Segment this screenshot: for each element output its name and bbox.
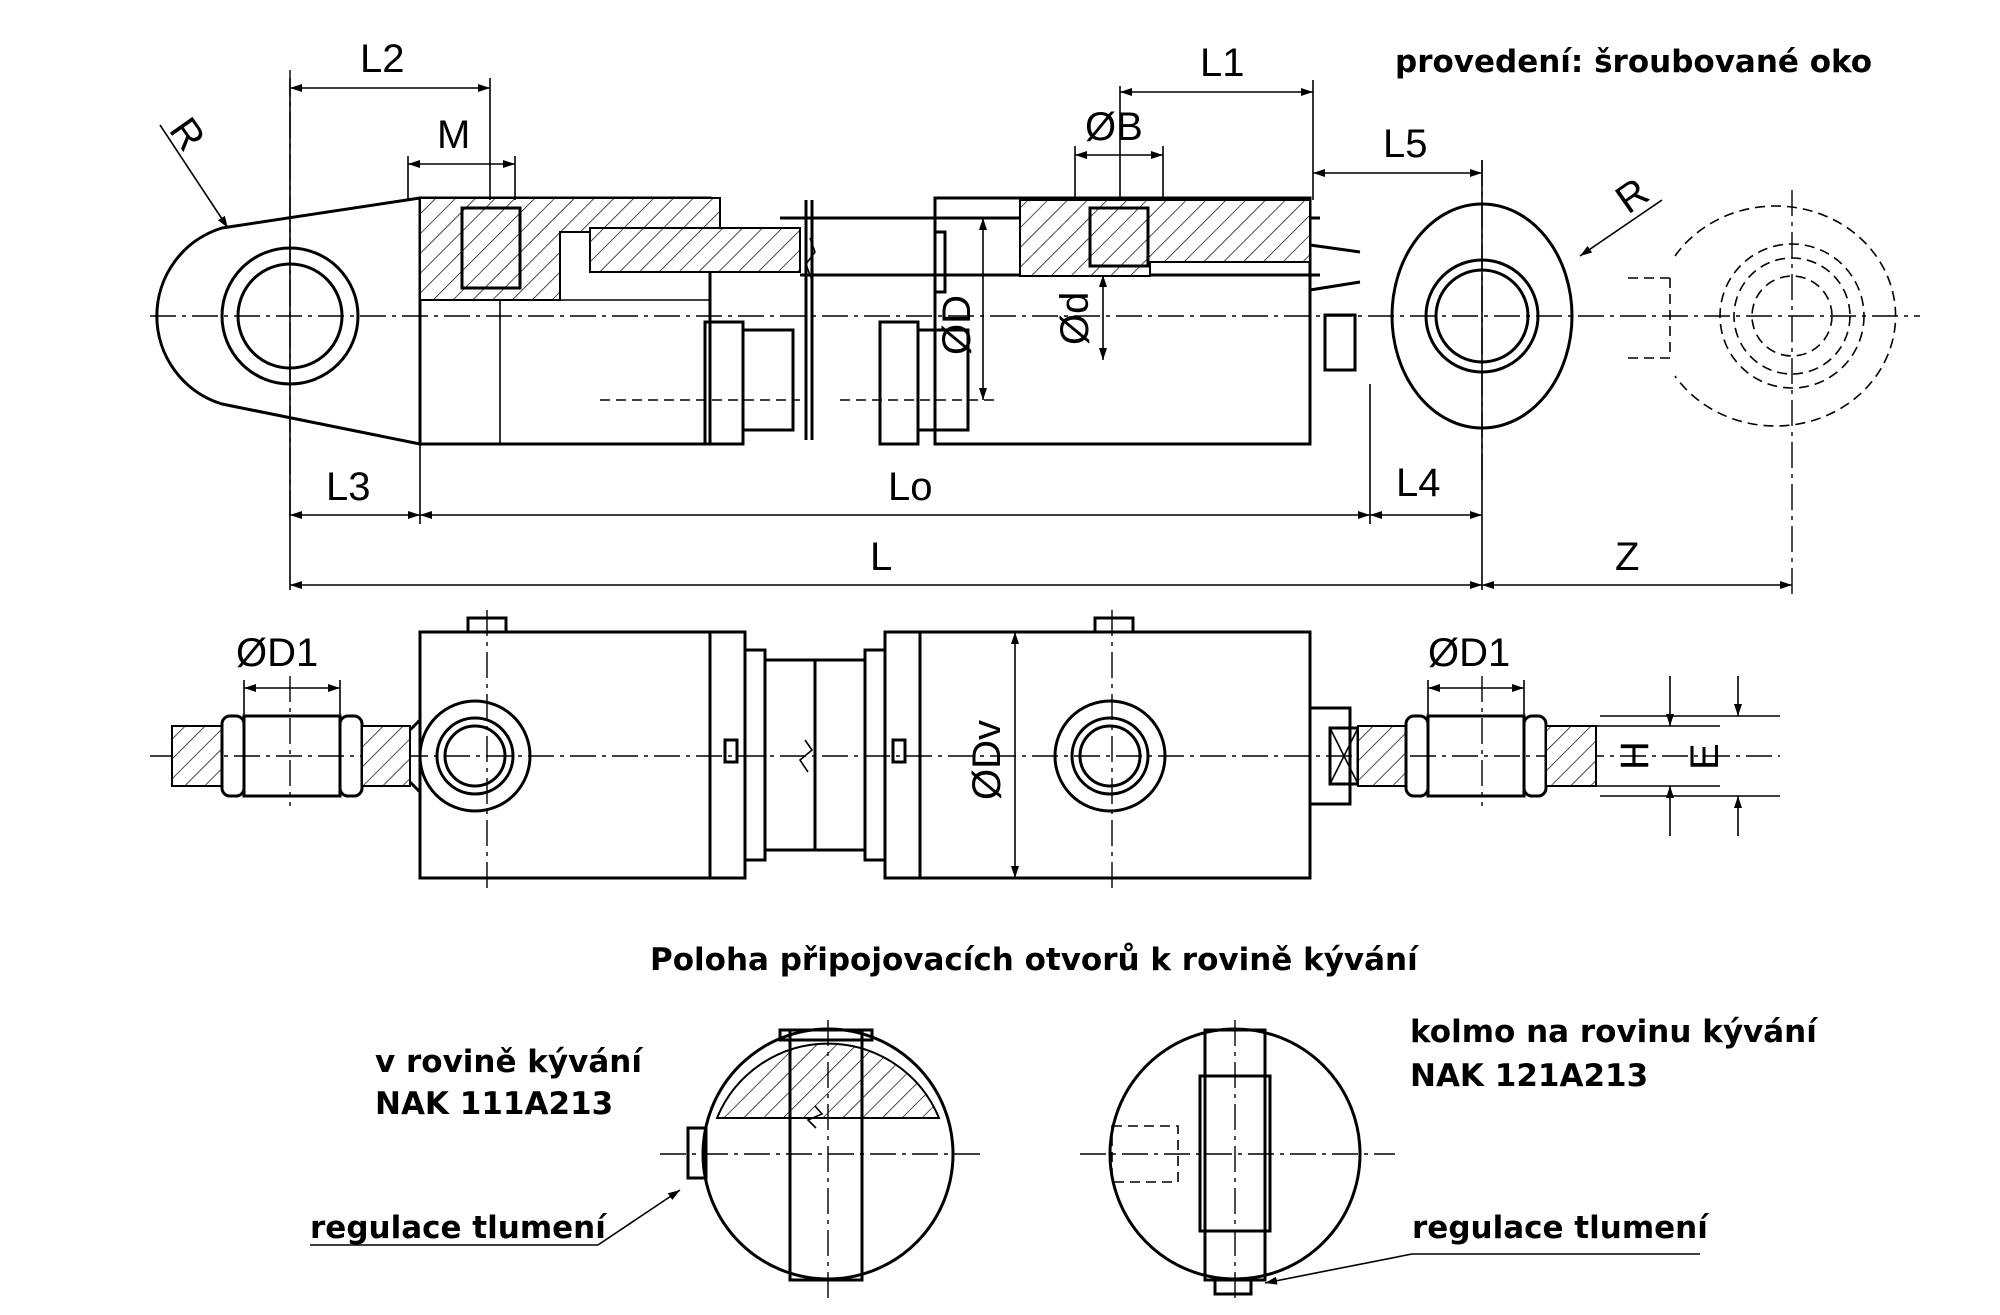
piston-left bbox=[589, 227, 801, 446]
dim-R-right: R bbox=[1608, 170, 1657, 223]
dim-D: ØD bbox=[935, 295, 979, 355]
left-variant-line2: NAK 111A213 bbox=[375, 1086, 613, 1122]
dim-B: ØB bbox=[1085, 105, 1143, 149]
dim-L3: L3 bbox=[326, 465, 371, 509]
dim-Z: Z bbox=[1615, 535, 1639, 579]
cylinder-side-view: L2 M L1 ØB L5 L3 Lo L4 L Z R R ØD Ød pro… bbox=[150, 37, 1920, 600]
dim-R-left: R bbox=[161, 110, 214, 159]
right-variant-line1: kolmo na rovinu kývání bbox=[1410, 1014, 1818, 1050]
detail-in-plane: v rovině kývání NAK 111A213 regulace tlu… bbox=[310, 1020, 980, 1300]
detail-perpendicular: kolmo na rovinu kývání NAK 121A213 regul… bbox=[1080, 1014, 1818, 1300]
dim-Dv: ØDv bbox=[965, 720, 1009, 800]
dim-H: H bbox=[1613, 741, 1657, 770]
dim-L2: L2 bbox=[360, 37, 405, 81]
right-variant-line2: NAK 121A213 bbox=[1410, 1058, 1648, 1094]
dim-M: M bbox=[437, 113, 470, 157]
cylinder-top-view: ØDv ØD1 ØD1 H E bbox=[150, 610, 1780, 890]
dim-L1: L1 bbox=[1200, 41, 1245, 85]
piston-right bbox=[840, 320, 1000, 446]
dim-D1-right: ØD1 bbox=[1428, 631, 1510, 675]
phantom-eye-position bbox=[1622, 190, 1897, 600]
left-callout: regulace tlumení bbox=[310, 1210, 607, 1246]
dim-E: E bbox=[1683, 743, 1727, 770]
dim-L: L bbox=[870, 535, 892, 579]
dim-Lo: Lo bbox=[888, 465, 933, 509]
cylinder-barrel-left bbox=[418, 196, 721, 446]
left-variant-line1: v rovině kývání bbox=[375, 1044, 643, 1080]
header-note: provedení: šroubované oko bbox=[1395, 44, 1872, 80]
dim-L4: L4 bbox=[1396, 461, 1441, 505]
dim-L5: L5 bbox=[1383, 122, 1428, 166]
section-title: Poloha připojovacích otvorů k rovině kýv… bbox=[650, 942, 1419, 978]
cylinder-barrel-right bbox=[933, 196, 1361, 446]
right-callout: regulace tlumení bbox=[1412, 1210, 1709, 1246]
dim-D1-left: ØD1 bbox=[236, 631, 318, 675]
dim-d: Ød bbox=[1053, 292, 1097, 345]
